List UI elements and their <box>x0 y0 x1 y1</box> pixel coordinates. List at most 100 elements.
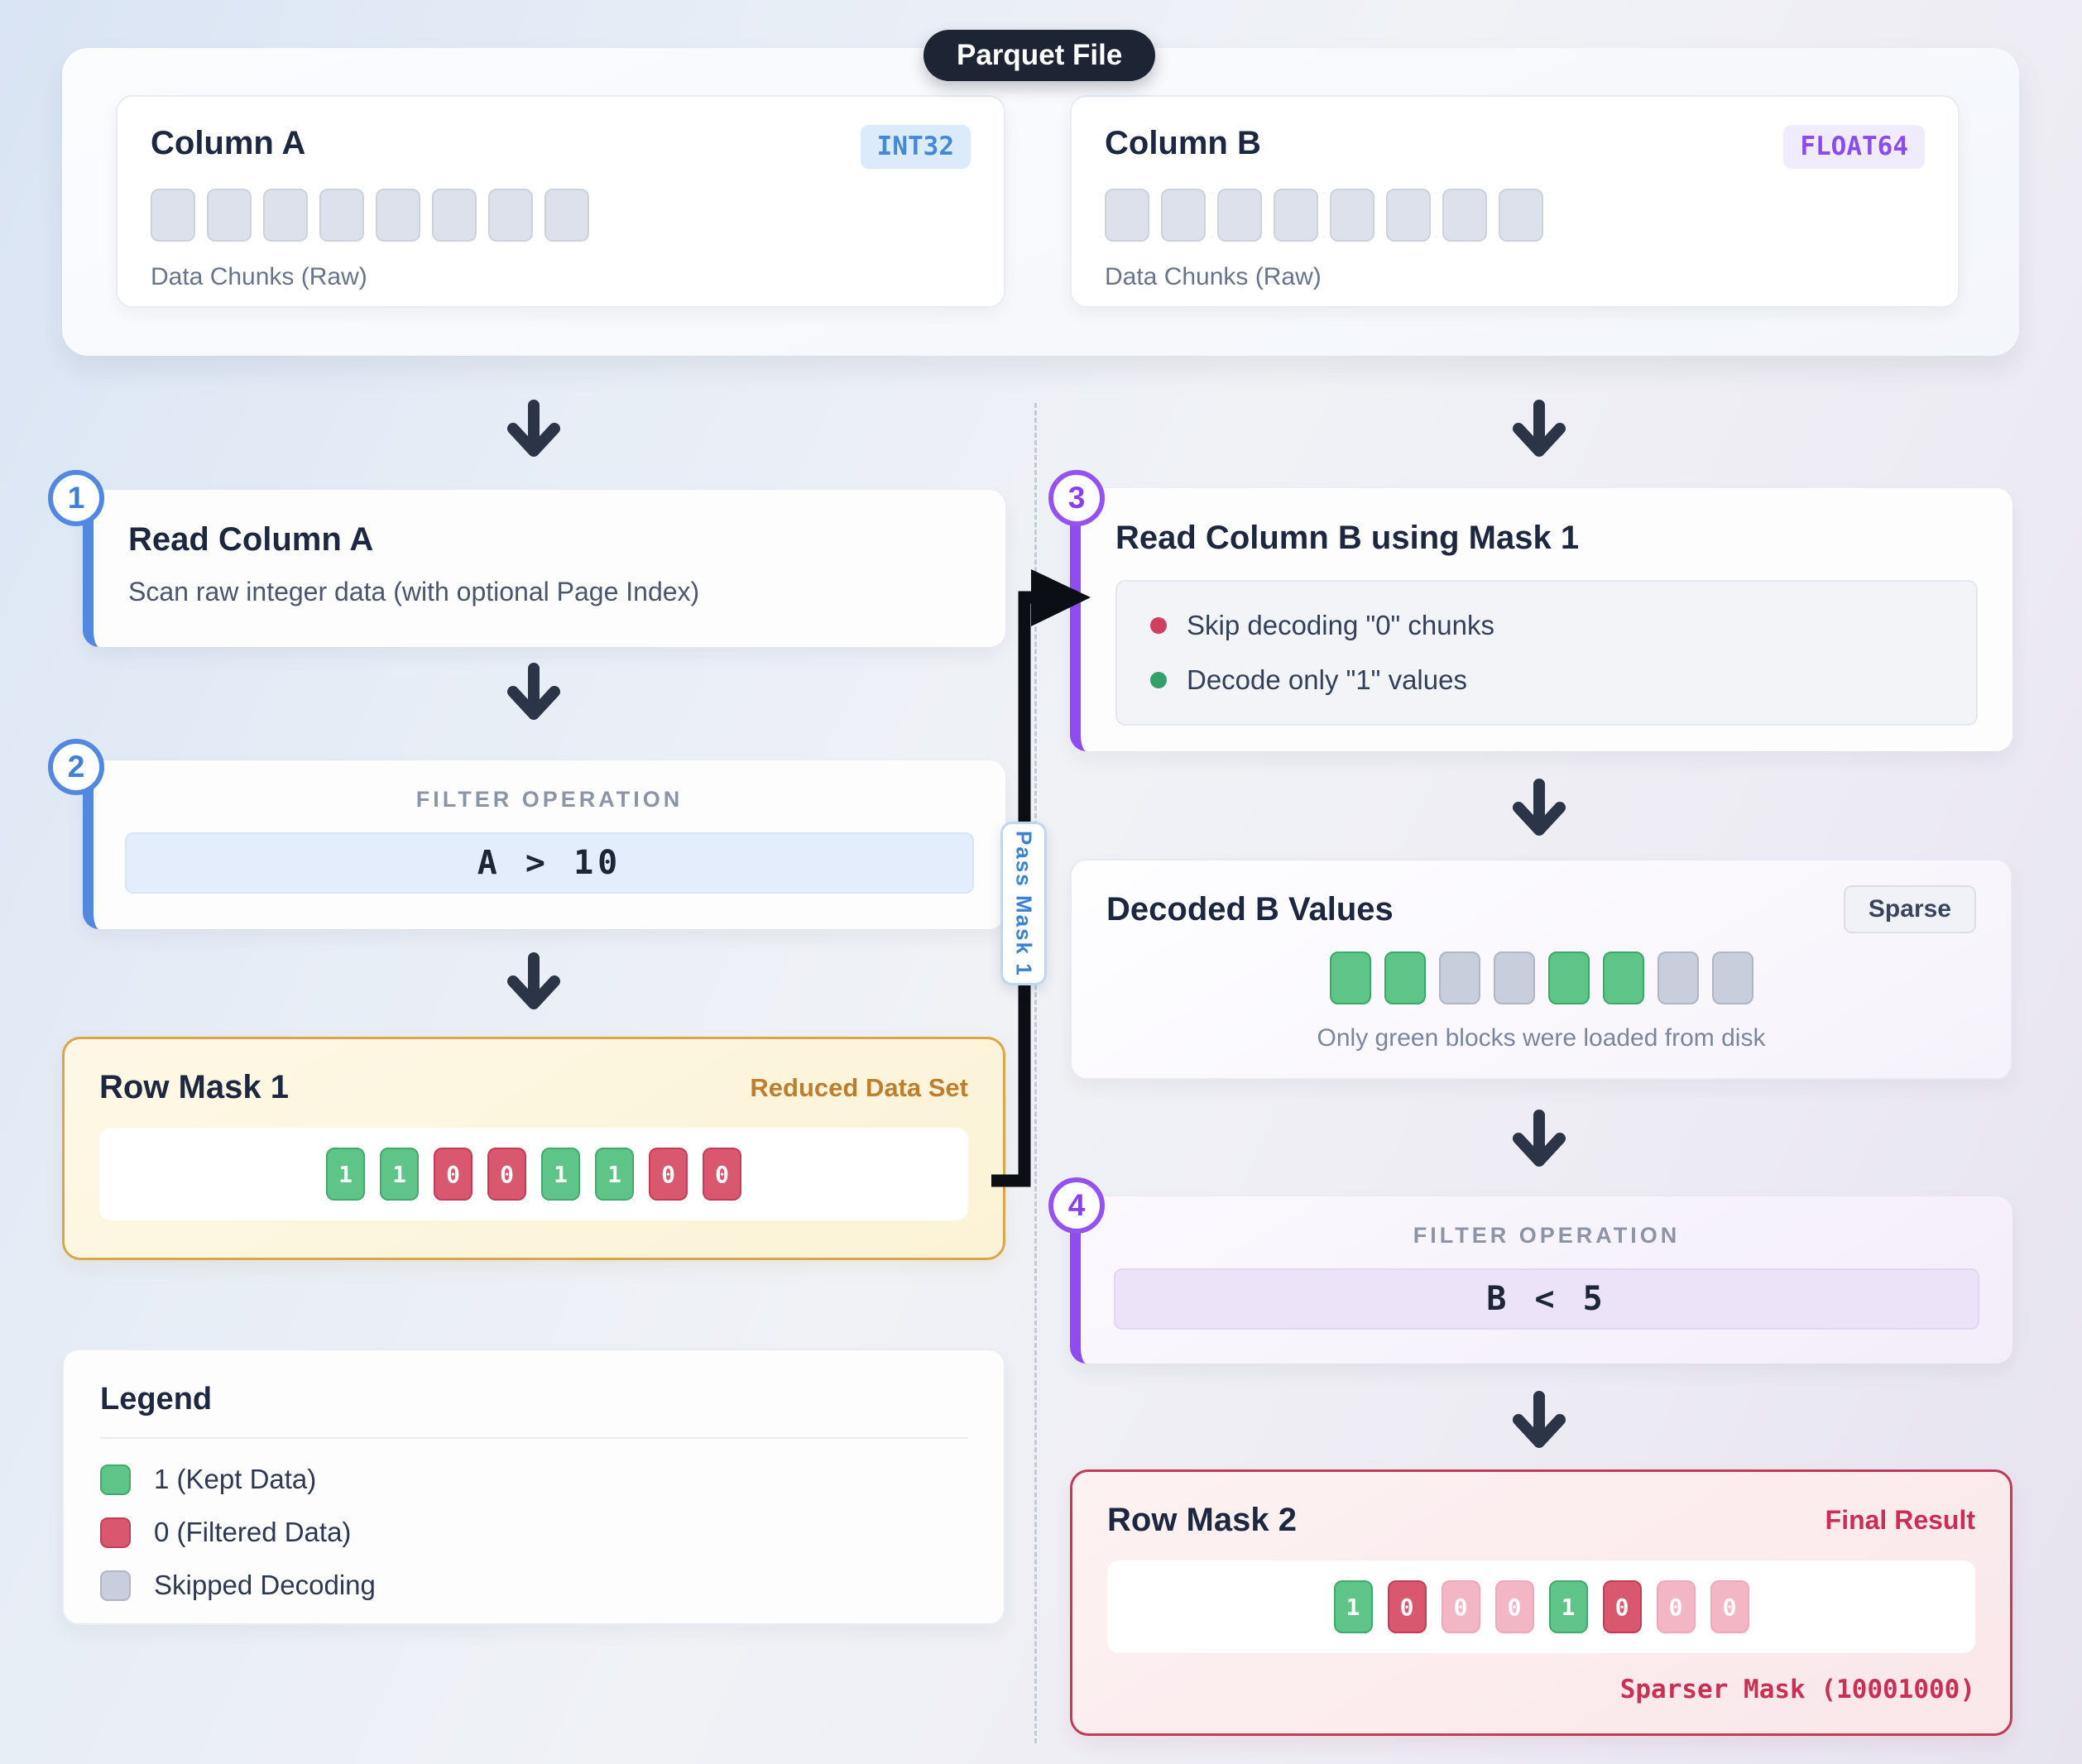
legend-title: Legend <box>100 1382 213 1416</box>
column-divider <box>1034 403 1037 1743</box>
block <box>1493 952 1535 1004</box>
legend-card: Legend 1 (Kept Data) 0 (Filtered Data) S… <box>62 1349 1005 1625</box>
bit: 1 <box>380 1148 419 1201</box>
step4-expression: B < 5 <box>1486 1280 1607 1318</box>
bit: 1 <box>1333 1580 1373 1633</box>
row-mask-2-header: Row Mask 2 Final Result <box>1107 1502 1975 1539</box>
legend-divider <box>100 1437 967 1439</box>
legend-item-skipped: Skipped Decoding <box>100 1570 967 1601</box>
step3-bullet-box: Skip decoding "0" chunks Decode only "1"… <box>1115 580 1978 726</box>
chunk <box>544 189 589 242</box>
parquet-file-badge: Parquet File <box>923 30 1156 81</box>
step4-card: FILTER OPERATION B < 5 <box>1070 1196 2012 1364</box>
step2-expression: A > 10 <box>477 844 622 882</box>
row-mask-1-title: Row Mask 1 <box>99 1069 289 1105</box>
chunk <box>1386 189 1431 242</box>
bit: 0 <box>434 1148 473 1201</box>
step4-filter-box: B < 5 <box>1114 1268 1979 1330</box>
legend-item-filtered: 0 (Filtered Data) <box>100 1517 967 1548</box>
step3-bullet-skip: Skip decoding "0" chunks <box>1150 610 1943 641</box>
skipped-swatch-icon <box>100 1570 131 1601</box>
green-dot-icon <box>1150 672 1167 688</box>
sparse-badge: Sparse <box>1843 885 1976 933</box>
bit: 0 <box>1494 1580 1534 1633</box>
step3-number-badge: 3 <box>1048 470 1105 526</box>
step4-filter-label: FILTER OPERATION <box>1413 1223 1681 1248</box>
step3-bullet-decode: Decode only "1" values <box>1150 664 1943 696</box>
down-arrow-icon <box>507 952 560 1009</box>
down-arrow-icon <box>1513 1110 1566 1167</box>
bit: 0 <box>1387 1580 1427 1633</box>
chunk <box>207 189 252 242</box>
chunk <box>1442 189 1487 242</box>
parquet-file-container: Column A INT32 Data Chunks (Raw) Column … <box>62 48 2019 356</box>
red-dot-icon <box>1150 617 1167 634</box>
chunk <box>1499 189 1543 242</box>
column-b-caption: Data Chunks (Raw) <box>1105 263 1322 291</box>
block <box>1711 952 1753 1004</box>
bit: 0 <box>1656 1580 1696 1633</box>
chunk <box>1274 189 1318 242</box>
row-mask-1-tag: Reduced Data Set <box>750 1072 968 1102</box>
column-a-header: Column A INT32 <box>151 125 971 170</box>
block <box>1657 952 1699 1004</box>
kept-swatch-icon <box>100 1464 131 1495</box>
down-arrow-icon <box>507 400 560 457</box>
step2-filter-box: A > 10 <box>125 832 974 894</box>
block <box>1329 952 1371 1004</box>
column-b-card: Column B FLOAT64 Data Chunks (Raw) <box>1070 95 1960 308</box>
down-arrow-icon <box>507 663 560 720</box>
block <box>1547 952 1590 1004</box>
bit: 1 <box>541 1148 580 1201</box>
column-a-card: Column A INT32 Data Chunks (Raw) <box>116 95 1005 308</box>
decoded-blocks <box>1106 952 1976 1004</box>
legend-item-label: 0 (Filtered Data) <box>154 1517 352 1547</box>
pass-mask-label: Pass Mask 1 <box>1000 822 1047 985</box>
column-a-type-badge: INT32 <box>860 125 971 170</box>
chunk <box>1330 189 1374 242</box>
step2-number-badge: 2 <box>48 739 104 795</box>
bit: 1 <box>326 1148 365 1201</box>
bit: 0 <box>1602 1580 1642 1633</box>
step4-number-badge: 4 <box>1048 1177 1105 1234</box>
step1-title: Read Column A <box>128 521 374 558</box>
column-b-type-badge: FLOAT64 <box>1783 125 1925 170</box>
step1-subtitle: Scan raw integer data (with optional Pag… <box>128 577 700 606</box>
chunk <box>376 189 420 242</box>
bit: 1 <box>595 1148 634 1201</box>
chunk <box>263 189 308 242</box>
bit: 0 <box>1710 1580 1749 1633</box>
column-a-caption: Data Chunks (Raw) <box>151 263 367 291</box>
chunk <box>488 189 533 242</box>
chunk <box>1217 189 1262 242</box>
bit: 0 <box>649 1148 688 1201</box>
row-mask-2-title: Row Mask 2 <box>1107 1502 1297 1538</box>
chunk <box>319 189 364 242</box>
step1-number-badge: 1 <box>48 470 104 526</box>
bullet-text: Skip decoding "0" chunks <box>1187 610 1494 640</box>
decoded-caption: Only green blocks were loaded from disk <box>1317 1024 1766 1052</box>
block <box>1384 952 1426 1004</box>
decoded-b-values-card: Decoded B Values Sparse Only green block… <box>1070 859 2012 1080</box>
legend-item-label: 1 (Kept Data) <box>154 1464 317 1494</box>
column-a-title: Column A <box>151 125 306 161</box>
decoded-title: Decoded B Values <box>1106 890 1394 928</box>
step3-card: Read Column B using Mask 1 Skip decoding… <box>1070 488 2012 751</box>
bit: 1 <box>1548 1580 1588 1633</box>
step3-title: Read Column B using Mask 1 <box>1115 520 1580 556</box>
legend-item-label: Skipped Decoding <box>154 1570 376 1600</box>
block <box>1602 952 1644 1004</box>
step1-card: Read Column A Scan raw integer data (wit… <box>83 490 1005 647</box>
column-b-header: Column B FLOAT64 <box>1105 125 1925 170</box>
legend-item-kept: 1 (Kept Data) <box>100 1464 967 1495</box>
column-a-chunks <box>151 189 971 242</box>
chunk <box>432 189 477 242</box>
column-b-chunks <box>1105 189 1925 242</box>
bit: 0 <box>703 1148 741 1201</box>
down-arrow-icon <box>1513 400 1566 457</box>
pass-mask-label-text: Pass Mask 1 <box>1011 830 1037 977</box>
